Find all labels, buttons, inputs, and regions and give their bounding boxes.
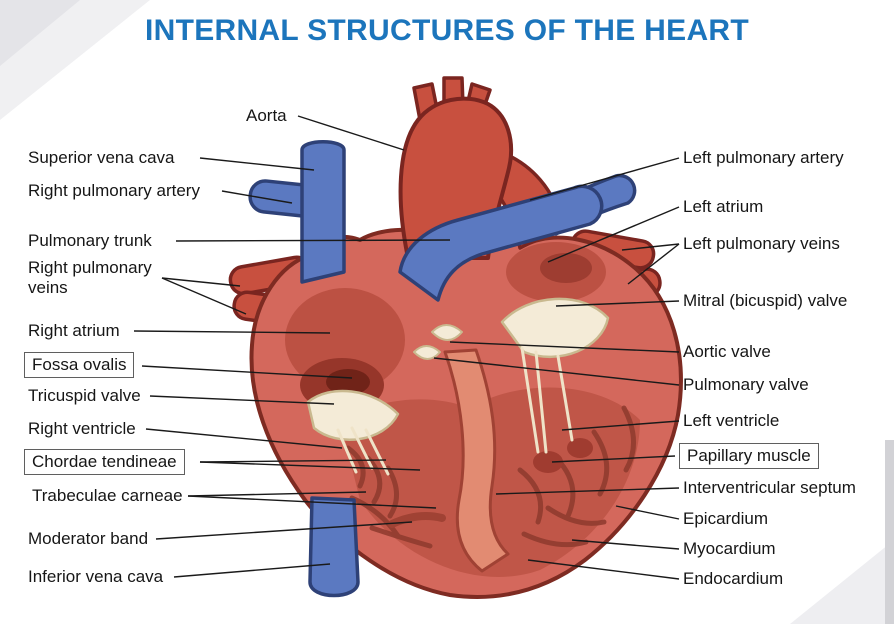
label-myocardium: Myocardium — [683, 539, 776, 558]
interventricular-septum-shape — [443, 348, 510, 573]
fossa-ovalis-shape — [326, 369, 370, 395]
label-right-atrium: Right atrium — [28, 321, 120, 340]
heart-illustration — [228, 76, 683, 599]
label-fossa-ovalis: Fossa ovalis — [24, 352, 135, 379]
label-mitral-valve: Mitral (bicuspid) valve — [683, 291, 848, 310]
label-pulmonary-trunk: Pulmonary trunk — [28, 231, 152, 250]
label-right-pulmonary-artery: Right pulmonary artery — [28, 181, 200, 200]
label-pulmonary-valve: Pulmonary valve — [683, 375, 809, 394]
label-left-atrium: Left atrium — [683, 197, 764, 216]
label-chordae-tendineae: Chordae tendineae — [24, 449, 185, 476]
label-left-pulmonary-artery: Left pulmonary artery — [683, 148, 844, 167]
heart-interior — [285, 242, 640, 577]
label-papillary-muscle: Papillary muscle — [679, 443, 819, 470]
aortic-valve-shape — [413, 324, 463, 360]
label-epicardium: Epicardium — [683, 509, 769, 528]
leader-lines — [133, 115, 680, 580]
label-trabeculae-carneae: Trabeculae carneae — [32, 486, 183, 505]
label-moderator-band: Moderator band — [28, 529, 149, 548]
label-superior-vena-cava: Superior vena cava — [28, 148, 175, 167]
superior-vena-cava-shape — [300, 140, 346, 284]
papillary-muscle-shape — [533, 451, 563, 473]
label-aortic-valve: Aortic valve — [683, 342, 771, 361]
label-interventricular-septum: Interventricular septum — [683, 478, 856, 497]
moderator-band-shape — [388, 512, 446, 528]
label-inferior-vena-cava: Inferior vena cava — [28, 567, 164, 586]
label-endocardium: Endocardium — [683, 569, 784, 588]
inferior-vena-cava-shape — [308, 496, 360, 598]
pulmonary-trunk-shape — [398, 173, 637, 302]
label-right-pulmonary-veins: Right pulmonary veins — [28, 258, 152, 298]
label-tricuspid-valve: Tricuspid valve — [28, 386, 141, 405]
trabeculae-carneae-shape — [345, 445, 433, 549]
label-left-pulmonary-veins: Left pulmonary veins — [683, 234, 840, 253]
page-title: INTERNAL STRUCTURES OF THE HEART — [144, 14, 750, 47]
label-right-ventricle: Right ventricle — [28, 419, 136, 438]
label-left-ventricle: Left ventricle — [683, 411, 780, 430]
label-aorta: Aorta — [246, 106, 287, 125]
mitral-valve-shape — [500, 297, 610, 454]
chordae-tendineae-shape — [336, 426, 390, 476]
